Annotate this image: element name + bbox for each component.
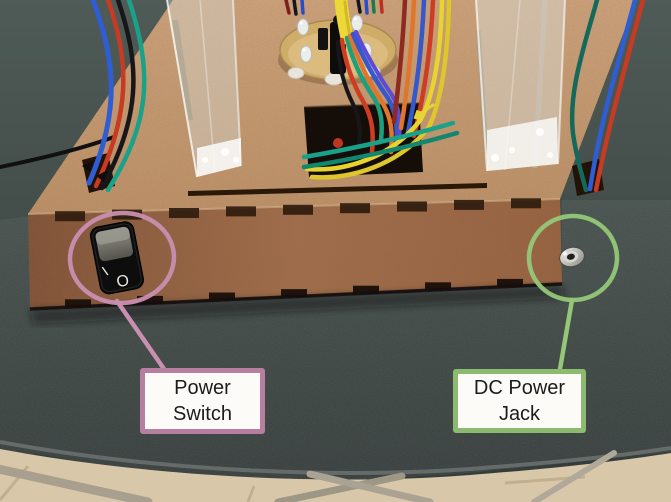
- led: [351, 14, 363, 32]
- wire-yellow: [309, 0, 452, 180]
- switch-marking-off: O: [115, 272, 130, 291]
- cable-hole-edge: [303, 102, 420, 108]
- right-acrylic-pillar: [475, 0, 566, 172]
- center-wire-bundle: [334, 0, 402, 155]
- table-legs: [0, 450, 617, 502]
- cable-tie: [96, 170, 108, 182]
- wire-black: [99, 0, 136, 191]
- yellow-zip-tie: [413, 103, 435, 122]
- wire-teal: [105, 0, 147, 193]
- power-switch[interactable]: I O: [89, 220, 145, 295]
- wire-teal: [301, 120, 456, 160]
- wire-blue: [405, 0, 427, 135]
- cable-tie: [82, 160, 94, 172]
- led: [297, 18, 309, 36]
- power-switch-highlight-circle: [67, 210, 177, 306]
- table-leg: [531, 450, 617, 502]
- top-groove-slot: [188, 183, 487, 196]
- finger-joint-slots-bottom: [65, 278, 523, 308]
- power-switch-label: Power Switch: [140, 368, 265, 434]
- power-switch-label-line1: Power: [174, 376, 231, 399]
- right-wire-bundle: [569, 0, 646, 193]
- wire-red: [339, 37, 375, 155]
- left-wire-bundle: [0, 0, 147, 193]
- power-switch-label-line2: Switch: [173, 403, 232, 425]
- wire-red: [93, 0, 126, 189]
- floor: [0, 449, 671, 502]
- dc-power-jack[interactable]: [558, 245, 587, 269]
- led: [300, 45, 312, 63]
- wire-red: [593, 0, 646, 193]
- wire-dark-red: [391, 0, 408, 125]
- table-leg: [0, 464, 153, 502]
- wire-teal: [301, 130, 460, 170]
- red-zip-tie: [333, 138, 343, 148]
- dc-jack-callout-line: [557, 297, 575, 372]
- power-switch-callout-line: [114, 298, 167, 372]
- pillar-bottom-bevel: [197, 138, 241, 177]
- dc-power-jack-label: DC Power Jack: [453, 369, 586, 433]
- wire-dark-green: [569, 0, 600, 193]
- left-acrylic-pillar: [166, 0, 242, 178]
- box-shadow: [30, 285, 565, 324]
- dc-power-jack-label-line1: DC Power: [473, 376, 566, 399]
- wire-stubs-top: [284, 0, 384, 16]
- wire-blue: [350, 31, 399, 151]
- table-leg: [306, 470, 434, 502]
- wire-blue: [86, 0, 114, 186]
- wire-blue: [587, 0, 638, 192]
- wire-yellow-cable: [334, 0, 354, 45]
- cable-shade: [343, 0, 352, 38]
- dc-power-jack-label-line2: Jack: [498, 403, 541, 425]
- table-leg: [274, 472, 406, 502]
- wire-orange: [347, 33, 394, 155]
- wire-black: [336, 40, 362, 148]
- wire-orange: [398, 0, 417, 131]
- wire-green: [344, 35, 384, 143]
